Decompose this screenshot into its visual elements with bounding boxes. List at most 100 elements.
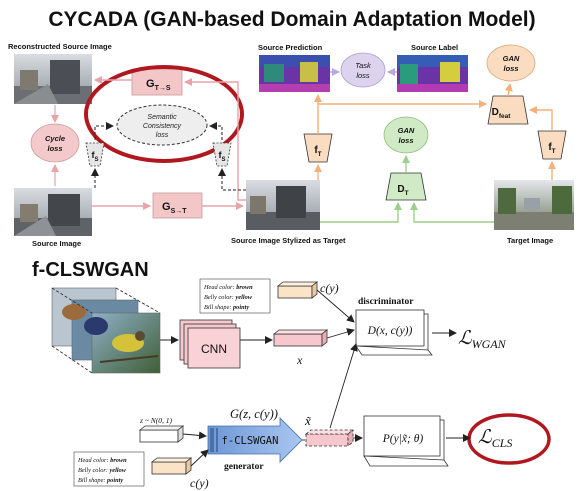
- generator-name: f-CLSWGAN: [222, 435, 279, 447]
- attr-top-value-2: pointy: [232, 304, 249, 311]
- svg-text:Bill shape: pointy: Bill shape: pointy: [78, 477, 123, 484]
- attr-top-key-0: Head color:: [203, 284, 236, 291]
- x-tilde-bar: [304, 429, 355, 447]
- semantic-consistency-loss: Semantic Consistency loss: [116, 104, 208, 146]
- cnn-label: CNN: [201, 342, 227, 356]
- g-t-to-s-sub: T→S: [155, 85, 171, 92]
- label-source-stylized: Source Image Stylized as Target: [231, 236, 346, 245]
- cy-label-bottom: c(y): [190, 476, 209, 490]
- x-label: x: [296, 353, 303, 367]
- svg-text:fS: fS: [218, 150, 225, 163]
- source-label-image: [397, 55, 468, 92]
- gan-loss-right-line1: GAN: [503, 54, 520, 63]
- attr-top-value-1: yellow: [234, 294, 252, 301]
- svg-text:Dfeat: Dfeat: [492, 107, 512, 120]
- target-image: [494, 180, 574, 230]
- f-t-middle-sub: T: [318, 151, 322, 158]
- d-feat-discriminator: Dfeat: [487, 95, 529, 125]
- gan-loss-image-level: GAN loss: [383, 116, 429, 154]
- source-image: [14, 188, 92, 236]
- attr-bottom-key-0: Head color:: [77, 457, 110, 464]
- label-source-image: Source Image: [32, 239, 81, 248]
- f-s-left-sub: S: [94, 157, 98, 163]
- svg-text:Head color: brown: Head color: brown: [203, 284, 253, 291]
- svg-text:fT: fT: [314, 145, 321, 158]
- source-prediction-image: [259, 55, 330, 92]
- attr-bottom-value-1: yellow: [108, 467, 126, 474]
- cycle-loss: Cycle loss: [30, 123, 80, 163]
- attr-top-key-2: Bill shape:: [204, 304, 233, 311]
- cy-bar-bottom: [150, 457, 193, 475]
- task-loss: Task loss: [340, 52, 386, 88]
- label-target-image: Target Image: [507, 236, 553, 245]
- cy-bar-top: [276, 281, 319, 299]
- generator-label: generator: [224, 462, 264, 472]
- loss-wgan-main: ℒ: [458, 328, 473, 349]
- d-t-sub: T: [405, 190, 409, 197]
- f-s-right-sub: S: [221, 157, 225, 163]
- label-reconstructed-source: Reconstructed Source Image: [8, 42, 112, 51]
- f-t-right: fT: [537, 130, 567, 160]
- task-loss-line2: loss: [356, 71, 370, 80]
- gan-loss-right-line2: loss: [503, 64, 518, 73]
- g-s-to-t-main: G: [162, 201, 171, 213]
- attribute-card-bottom: Head color: brown Belly color: yellow Bi…: [73, 451, 145, 487]
- f-s-right: fS: [212, 142, 232, 167]
- generator-t-to-s: GT→S: [131, 68, 183, 96]
- svg-text:Belly color: yellow: Belly color: yellow: [78, 467, 127, 474]
- x-feature-bar: [272, 329, 329, 347]
- svg-text:DT: DT: [397, 184, 408, 197]
- d-t-discriminator: DT: [385, 172, 427, 201]
- discriminator-func: D(x, c(y)): [367, 325, 413, 337]
- svg-text:Belly color: yellow: Belly color: yellow: [204, 294, 253, 301]
- f-t-middle-main: f: [314, 145, 318, 156]
- noise-bar: [138, 425, 185, 443]
- gan-loss-left-line1: GAN: [398, 126, 415, 135]
- svg-text:Head color: brown: Head color: brown: [77, 457, 127, 464]
- svg-text:fT: fT: [548, 142, 555, 155]
- g-t-to-s-main: G: [146, 78, 155, 90]
- discriminator-box: D(x, c(y)): [355, 309, 433, 356]
- fclswgan-title: f-CLSWGAN: [32, 259, 149, 281]
- svg-text:fS: fS: [91, 150, 98, 163]
- semantic-loss-line1: Semantic: [147, 114, 177, 121]
- svg-text:Bill shape: pointy: Bill shape: pointy: [204, 304, 249, 311]
- attr-top-key-1: Belly color:: [204, 294, 235, 301]
- loss-wgan-sub: WGAN: [472, 337, 507, 351]
- gan-loss-left-line2: loss: [398, 136, 413, 145]
- d-feat-main: D: [492, 107, 499, 118]
- label-source-label: Source Label: [411, 43, 458, 52]
- cy-label-top: c(y): [320, 281, 339, 295]
- f-t-right-sub: T: [552, 148, 556, 155]
- cycada-title: CYCADA (GAN-based Domain Adaptation Mode…: [48, 8, 535, 31]
- g-s-to-t-sub: S→T: [171, 208, 188, 215]
- classifier-box: P(y|x̃; θ): [363, 415, 449, 467]
- f-s-left-main: f: [91, 150, 95, 160]
- f-s-left: fS: [85, 142, 105, 167]
- fclswgan-connectors: [160, 289, 471, 467]
- cycle-loss-line1: Cycle: [45, 134, 65, 143]
- bird-stack-dashed-edges: [51, 287, 161, 374]
- d-feat-sub: feat: [499, 113, 511, 120]
- classifier-func: P(y|x̃; θ): [382, 433, 424, 445]
- task-loss-line1: Task: [355, 61, 372, 70]
- discriminator-label: discriminator: [358, 297, 414, 307]
- attr-bottom-key-2: Bill shape:: [78, 477, 107, 484]
- source-stylized-image: [246, 180, 320, 230]
- attr-top-value-0: brown: [236, 284, 253, 291]
- generator-func: G(z, c(y)): [230, 407, 278, 421]
- attr-bottom-key-1: Belly color:: [78, 467, 109, 474]
- loss-cls-main: ℒ: [478, 427, 493, 448]
- loss-cls: ℒCLS: [478, 427, 512, 450]
- x-tilde-label: x̃: [304, 413, 312, 428]
- noise-label: z ~ N(0, 1): [139, 416, 172, 425]
- generator-s-to-t: GS→T: [152, 192, 203, 219]
- semantic-loss-line3: loss: [156, 132, 169, 139]
- cnn-block: CNN: [179, 319, 241, 369]
- attr-bottom-value-2: pointy: [106, 477, 123, 484]
- svg-text:GT→S: GT→S: [146, 78, 171, 92]
- attr-bottom-value-0: brown: [110, 457, 127, 464]
- cycle-loss-line2: loss: [47, 144, 62, 153]
- f-t-middle: fT: [303, 133, 333, 163]
